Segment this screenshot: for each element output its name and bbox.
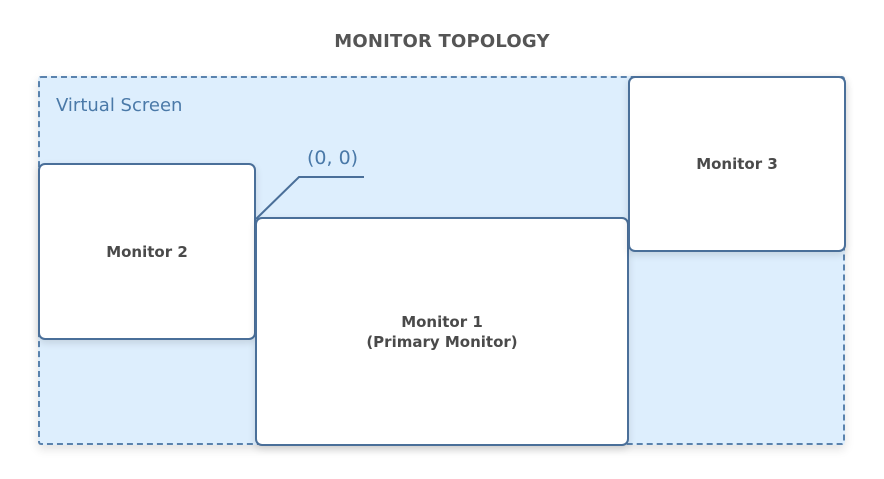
monitor-3-label: Monitor 3 xyxy=(696,155,778,173)
monitor-1-label: Monitor 1 xyxy=(401,312,483,331)
monitor-3: Monitor 3 xyxy=(628,76,846,252)
monitor-2: Monitor 2 xyxy=(38,163,256,340)
monitor-2-label: Monitor 2 xyxy=(106,242,188,261)
monitor-1-subtitle: (Primary Monitor) xyxy=(366,332,518,351)
monitor-1-primary: Monitor 1 (Primary Monitor) xyxy=(255,217,629,446)
diagram-title: MONITOR TOPOLOGY xyxy=(334,31,550,52)
virtual-screen-label: Virtual Screen xyxy=(56,95,183,116)
origin-label: (0, 0) xyxy=(307,147,359,169)
